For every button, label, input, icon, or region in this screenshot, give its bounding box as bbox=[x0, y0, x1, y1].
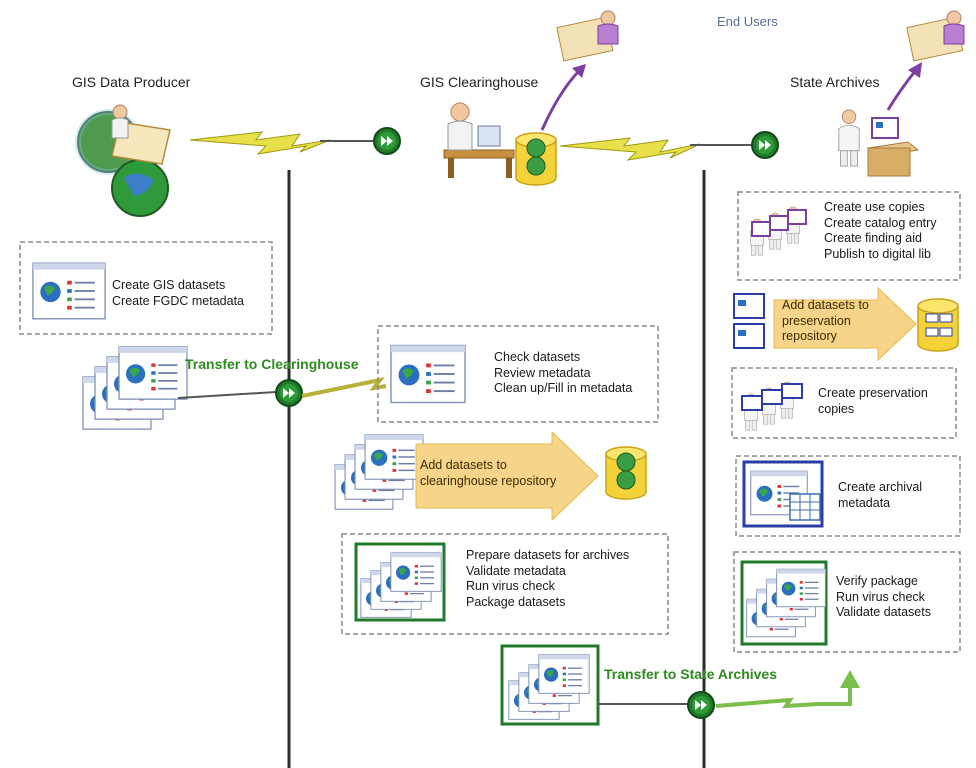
verify-task-list: Verify package Run virus check Validate … bbox=[836, 574, 931, 621]
task-item: Run virus check bbox=[466, 579, 555, 593]
lightning-bolt-icon bbox=[559, 137, 701, 161]
task-item: preservation bbox=[782, 313, 851, 328]
task-item: Create FGDC metadata bbox=[112, 293, 244, 308]
task-item: Add datasets to bbox=[782, 298, 869, 312]
archives-title: State Archives bbox=[790, 74, 880, 90]
prepare-task-box bbox=[341, 533, 669, 635]
task-item: Verify package bbox=[836, 574, 918, 588]
access-task-box bbox=[737, 191, 961, 281]
clearinghouse-transfer-node-icon bbox=[373, 127, 401, 155]
review-task-list: Check datasets Review metadata Clean up/… bbox=[494, 350, 632, 397]
task-item: Clean up/Fill in metadata bbox=[494, 381, 633, 395]
task-item: Validate metadata bbox=[466, 563, 566, 578]
task-item: Publish to digital lib bbox=[824, 246, 932, 261]
clearinghouse-worker-icon bbox=[443, 102, 515, 178]
task-item: Review metadata bbox=[494, 365, 591, 380]
archives-worker-icon bbox=[838, 109, 920, 177]
clearinghouse-title: GIS Clearinghouse bbox=[420, 74, 539, 90]
task-item: Prepare datasets for archives bbox=[466, 548, 630, 562]
end-users-arrow-left bbox=[540, 68, 582, 131]
transfer-node-icon bbox=[687, 691, 715, 719]
metadata-task-box bbox=[735, 455, 961, 537]
task-item: Create GIS datasets bbox=[112, 278, 226, 292]
package-icon bbox=[500, 644, 600, 726]
task-item: copies bbox=[818, 401, 855, 416]
producer-task-box bbox=[19, 241, 273, 335]
preservation-repository-text: Add datasets to preservation repository bbox=[782, 298, 869, 345]
repository-arrow bbox=[415, 430, 599, 522]
task-item: Create catalog entry bbox=[824, 215, 937, 230]
dataset-sheet-icon bbox=[390, 344, 466, 404]
archival-metadata-icon bbox=[742, 460, 824, 528]
transfer-node-icon bbox=[275, 379, 303, 407]
users-copies-icon bbox=[750, 206, 807, 256]
verify-task-box bbox=[733, 551, 961, 653]
task-item: clearinghouse repository bbox=[420, 473, 557, 488]
producer-title: GIS Data Producer bbox=[72, 74, 191, 90]
dataset-stack-icon bbox=[82, 346, 188, 430]
transfer-to-clearinghouse-label: Transfer to Clearinghouse bbox=[185, 356, 359, 372]
dataset-stack-icon bbox=[334, 434, 424, 510]
archives-transfer-node-icon bbox=[751, 131, 779, 159]
verify-package-icon bbox=[740, 560, 828, 646]
access-task-list: Create use copies Create catalog entry C… bbox=[824, 200, 937, 262]
task-item: Add datasets to bbox=[420, 458, 507, 472]
end-user-right-icon bbox=[906, 10, 965, 62]
package-icon bbox=[354, 542, 446, 622]
task-item: Package datasets bbox=[466, 594, 566, 609]
task-item: Validate datasets bbox=[836, 605, 931, 619]
producer-globe-icon bbox=[75, 104, 171, 217]
preservation-task-box bbox=[731, 367, 957, 439]
transfer-to-archives-label: Transfer to State Archives bbox=[604, 666, 777, 682]
preservation-arrow bbox=[773, 286, 917, 362]
task-item: Run virus check bbox=[836, 589, 925, 604]
clearinghouse-repository-text: Add datasets to clearinghouse repository bbox=[420, 458, 556, 489]
preservation-copies-icon bbox=[741, 381, 803, 431]
end-user-left-icon bbox=[556, 10, 619, 62]
prepare-task-list: Prepare datasets for archives Validate m… bbox=[466, 548, 629, 610]
preservation-task-list: Create preservation copies bbox=[818, 386, 928, 417]
preservation-repository-icon bbox=[917, 298, 959, 352]
task-item: Create preservation bbox=[818, 386, 928, 400]
end-users-label: End Users bbox=[717, 14, 778, 29]
lightning-bolt-icon bbox=[189, 131, 331, 155]
dataset-sheet-icon bbox=[32, 262, 106, 320]
end-users-arrow-right bbox=[886, 69, 918, 111]
task-item: Create use copies bbox=[824, 200, 925, 214]
preservation-sheets-icon bbox=[733, 293, 765, 349]
task-item: metadata bbox=[838, 495, 891, 510]
task-item: Check datasets bbox=[494, 350, 581, 364]
producer-task-list: Create GIS datasets Create FGDC metadata bbox=[112, 278, 244, 309]
task-item: Create archival bbox=[838, 480, 923, 494]
task-item: repository bbox=[782, 329, 837, 343]
task-item: Create finding aid bbox=[824, 231, 922, 245]
metadata-task-list: Create archival metadata bbox=[838, 480, 922, 511]
review-task-box bbox=[377, 325, 659, 423]
